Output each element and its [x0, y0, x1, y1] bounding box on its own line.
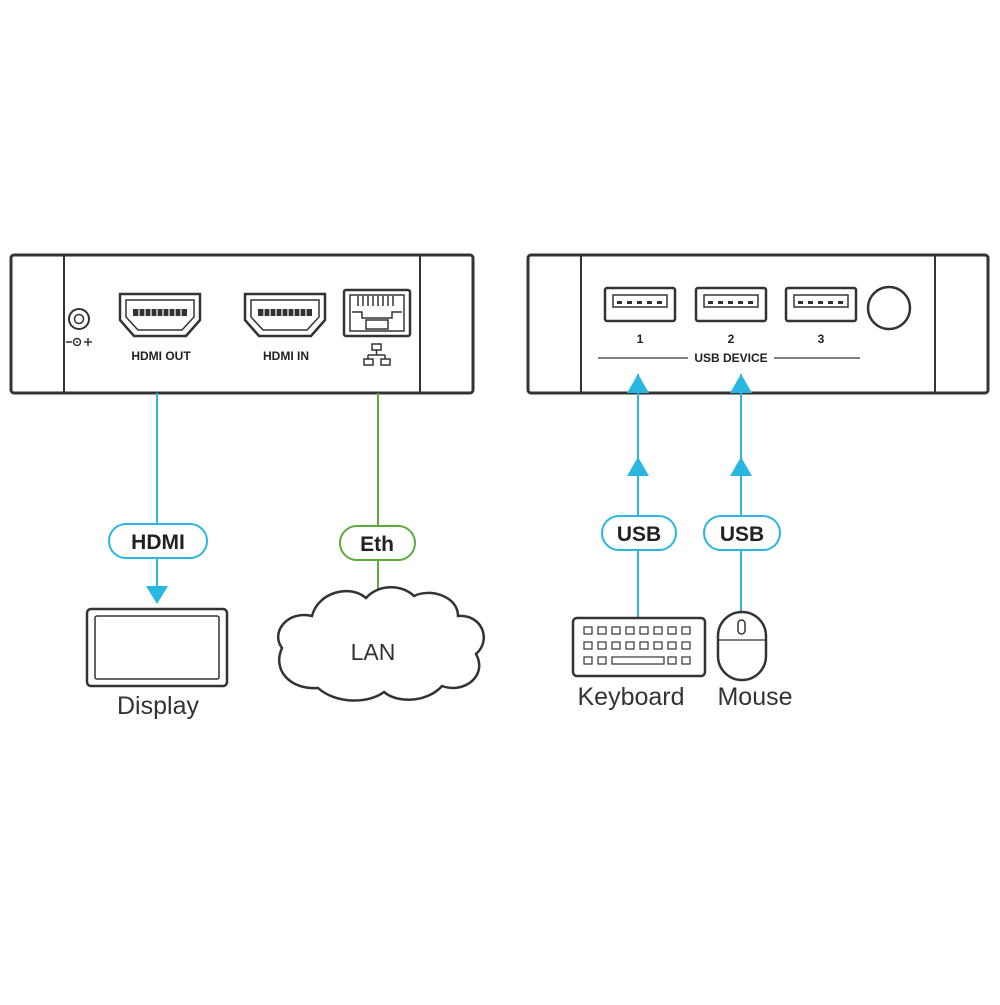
usb-port-2-number: 2	[728, 332, 735, 346]
hdmi-out-label: HDMI OUT	[131, 349, 191, 363]
right-device: 1 2 3 USB DEVICE	[526, 253, 990, 395]
mouse-icon	[716, 610, 768, 682]
lan-cloud: LAN	[276, 586, 486, 702]
usb-mouse-pill-label: USB	[720, 523, 764, 546]
hdmi-pill-label: HDMI	[131, 531, 185, 554]
mouse-device: Mouse	[716, 610, 793, 711]
usb-port-3[interactable]	[784, 286, 858, 323]
ethernet-port[interactable]	[342, 288, 412, 338]
usb-mouse-connection: USB	[703, 374, 781, 612]
hdmi-connection: HDMI	[108, 393, 208, 604]
right-device-body	[526, 253, 990, 395]
hdmi-pill	[108, 523, 208, 559]
usb-keyboard-arrow-up-top-icon	[627, 374, 649, 393]
hdmi-in-port[interactable]	[243, 292, 327, 338]
usb-keyboard-connection: USB	[601, 374, 677, 618]
usb-mouse-pill	[703, 515, 781, 551]
usb-keyboard-pill	[601, 515, 677, 551]
usb-mouse-arrow-up-top-icon	[730, 374, 752, 393]
usb-port-3-number: 3	[818, 332, 825, 346]
lan-label: LAN	[351, 639, 396, 665]
cloud-icon	[276, 586, 486, 702]
hdmi-out-port[interactable]	[118, 292, 202, 338]
eth-connection: Eth	[339, 393, 416, 592]
round-button[interactable]	[866, 285, 912, 331]
usb-mouse-arrow-up-icon	[730, 457, 752, 476]
usb-port-2[interactable]	[694, 286, 768, 323]
network-icon	[363, 343, 391, 366]
dc-power-jack[interactable]	[68, 308, 90, 330]
keyboard-device: Keyboard	[571, 616, 707, 711]
keyboard-keys	[583, 626, 691, 665]
usb-port-1[interactable]	[603, 286, 677, 323]
usb-keyboard-arrow-up-icon	[627, 457, 649, 476]
usb-device-group-label: USB DEVICE	[694, 351, 767, 365]
mouse-label: Mouse	[717, 683, 792, 711]
hdmi-arrow-down-icon	[146, 586, 168, 604]
dc-power-jack-icon	[66, 337, 92, 347]
keyboard-label: Keyboard	[577, 683, 684, 711]
left-device: HDMI OUT HDMI IN	[9, 253, 475, 395]
usb-port-1-number: 1	[637, 332, 644, 346]
display-icon	[85, 607, 229, 688]
hdmi-in-label: HDMI IN	[263, 349, 309, 363]
display-device: Display	[85, 607, 229, 720]
usb-keyboard-pill-label: USB	[617, 523, 661, 546]
display-label: Display	[117, 692, 199, 720]
eth-pill	[339, 525, 416, 561]
eth-pill-label: Eth	[360, 533, 394, 556]
